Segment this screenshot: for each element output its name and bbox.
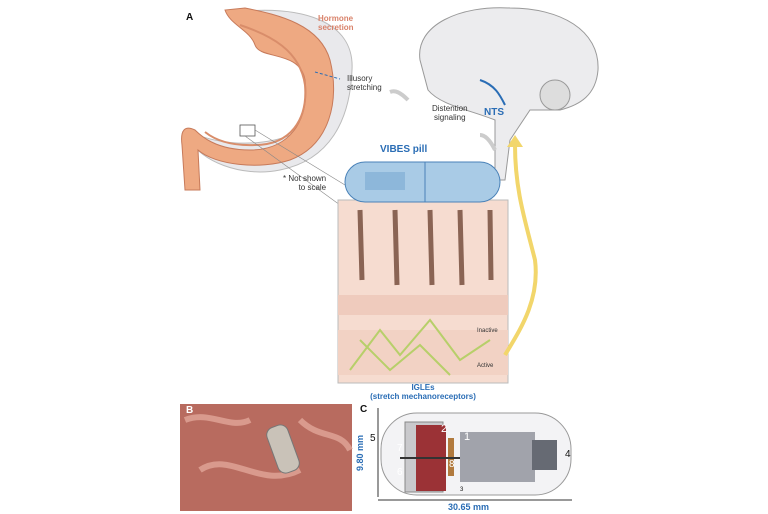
panel-c-schematic bbox=[377, 408, 572, 501]
igles-title: IGLEs bbox=[411, 383, 435, 392]
illusory-stretching-label: Illusory stretching bbox=[347, 74, 382, 92]
hormone-line-2: secretion bbox=[318, 23, 354, 32]
scale-line-2: to scale bbox=[298, 183, 327, 192]
vibes-pill-label: VIBES pill bbox=[380, 144, 428, 155]
panel-b-label: B bbox=[186, 405, 194, 416]
inactive-label: Inactive bbox=[477, 328, 498, 334]
igles-subtitle: (stretch mechanoreceptors) bbox=[370, 392, 476, 401]
component-1: 1 bbox=[464, 431, 471, 443]
component-5: 5 bbox=[370, 433, 376, 444]
component-4: 4 bbox=[565, 449, 571, 460]
panel-c-label: C bbox=[360, 404, 368, 415]
igles-label: IGLEs (stretch mechanoreceptors) bbox=[338, 383, 508, 401]
brain-illustration bbox=[389, 7, 599, 181]
illusory-line-1: Illusory bbox=[347, 74, 373, 83]
active-label: Active bbox=[477, 363, 494, 369]
component-6: 6 bbox=[397, 467, 403, 478]
hormone-line-1: Hormone bbox=[318, 14, 354, 23]
illusory-line-2: stretching bbox=[347, 83, 382, 92]
component-2: 2 bbox=[441, 423, 448, 435]
length-dimension: 30.65 mm bbox=[448, 502, 490, 512]
distention-line-2: signaling bbox=[434, 113, 466, 122]
distention-line-1: Distention bbox=[432, 104, 468, 113]
component-7: 7 bbox=[397, 443, 403, 454]
hormone-secretion-label: Hormone secretion bbox=[318, 14, 354, 32]
nerve-arrow-icon bbox=[507, 135, 523, 147]
tissue-section bbox=[337, 199, 509, 384]
stomach-illustration bbox=[181, 7, 353, 206]
height-dimension: 9.80 mm bbox=[355, 434, 366, 472]
component-3: 3 bbox=[460, 487, 464, 493]
vagal-nerve bbox=[503, 144, 538, 357]
panel-a-label: A bbox=[186, 12, 194, 23]
panel-b-photo bbox=[180, 404, 353, 511]
not-to-scale-note: * Not shown to scale bbox=[283, 174, 326, 192]
nts-label: NTS bbox=[484, 107, 504, 118]
vibes-pill-illustration bbox=[344, 161, 501, 203]
component-8: 8 bbox=[449, 459, 455, 470]
scale-line-1: * Not shown bbox=[283, 174, 327, 183]
distention-signaling-label: Distention signaling bbox=[432, 104, 468, 122]
